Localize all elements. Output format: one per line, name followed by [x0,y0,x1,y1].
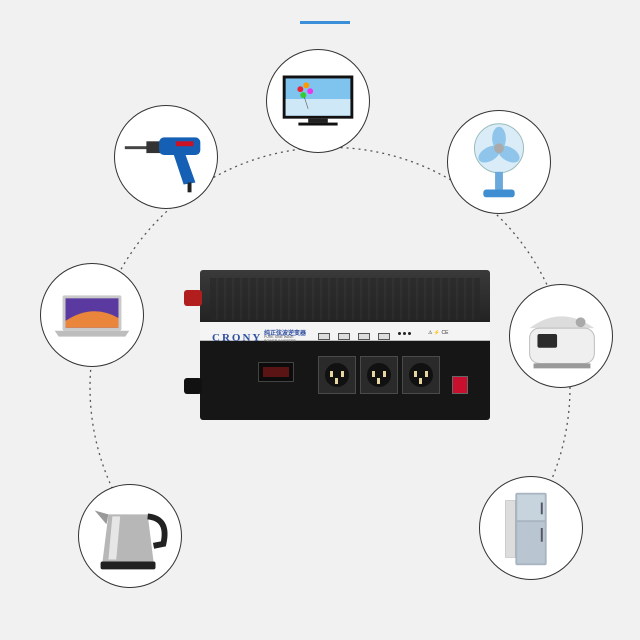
bubble-drill [114,105,218,209]
bubble-rice-cooker [509,284,613,388]
fridge-icon [505,492,547,566]
power-switch [452,376,468,394]
product-title: 纯正弦波逆变器 [264,331,307,337]
ac-outlet [318,356,356,394]
tv-icon [282,75,354,126]
power-inverter: CRONY 纯正弦波逆变器 PURE SINE WAVE POWER INVER… [184,270,490,420]
bubble-refrigerator [479,476,583,580]
certification-mark-icon: ⚠ ⚡ CE [428,330,449,336]
usb-port [358,333,370,340]
bubble-laptop [40,263,144,367]
usb-port [318,333,330,340]
bubble-television [266,49,370,153]
ac-outlet [360,356,398,394]
drill-icon [124,137,201,193]
voltage-display [258,362,294,382]
positive-terminal [184,290,202,306]
bubble-fan [447,110,551,214]
usb-port [338,333,350,340]
fan-icon [473,123,525,198]
inverter-label-panel [200,322,490,341]
brand-name: CRONY [212,332,263,344]
rice-cooker-icon [529,316,595,369]
inverter-heatsink [200,270,490,330]
ac-outlet [402,356,440,394]
usb-port [378,333,390,340]
laptop-icon [54,295,130,337]
product-subtitle: PURE SINE WAVE POWER INVERTER [264,335,296,343]
indicator-led [403,332,406,335]
bubble-kettle [78,484,182,588]
indicator-led [408,332,411,335]
accent-bar [300,21,350,24]
kettle-icon [94,510,168,570]
negative-terminal [184,378,202,394]
indicator-led [398,332,401,335]
